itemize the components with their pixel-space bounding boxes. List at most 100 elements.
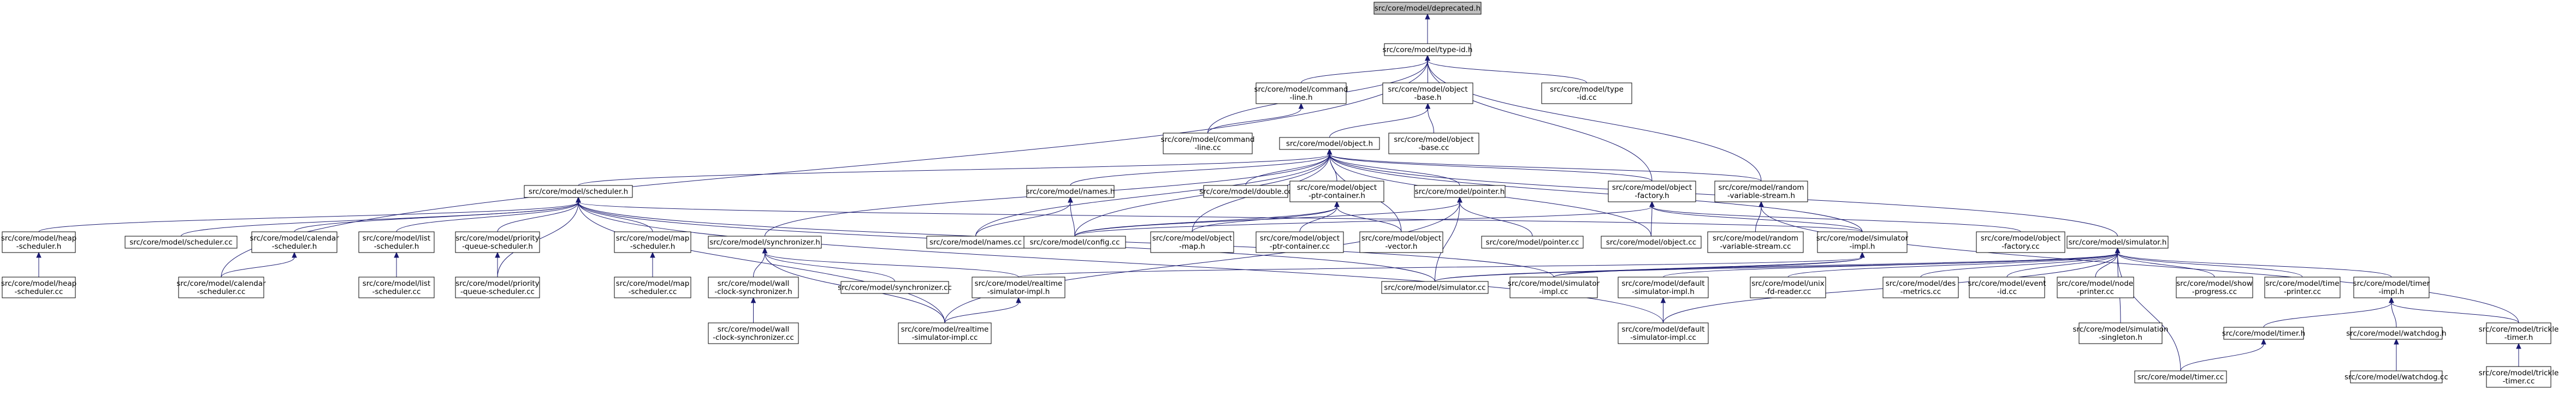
file-node[interactable]: src/core/model/timer-impl.h [2353,277,2430,298]
file-node[interactable]: src/core/model/type-id.cc [1541,82,1632,104]
file-node[interactable]: src/core/model/command-line.cc [1160,133,1255,154]
file-node[interactable]: src/core/model/calendar-scheduler.h [250,231,339,253]
file-node[interactable]: src/core/model/des-metrics.cc [1882,277,1959,298]
file-node-label: -scheduler.h [374,242,419,251]
file-node[interactable]: src/core/model/command-line.h [1254,82,1348,104]
file-node-label: src/core/model/wall [718,279,789,288]
file-node[interactable]: src/core/model/object.h [1279,137,1380,150]
file-node[interactable]: src/core/model/pointer.h [1414,185,1506,198]
file-node-label: -line.h [1289,93,1312,102]
file-node-label: -progress.cc [2192,287,2237,296]
file-node[interactable]: src/core/model/heap-scheduler.h [1,231,76,253]
file-node[interactable]: src/core/model/default-simulator-impl.h [1618,277,1709,298]
file-node[interactable]: src/core/model/random-variable-stream.cc [1707,231,1804,253]
file-node[interactable]: src/core/model/names.h [1026,185,1115,198]
file-node[interactable]: src/core/model/priority-queue-scheduler.… [455,277,540,298]
file-node[interactable]: src/core/model/object-base.cc [1388,133,1479,154]
file-node-label: -clock-synchronizer.cc [713,333,794,342]
file-node[interactable]: src/core/model/wall-clock-synchronizer.c… [708,322,799,344]
file-node[interactable]: src/core/model/watchdog.cc [2344,370,2448,383]
file-node[interactable]: src/core/model/watchdog.h [2346,327,2447,340]
file-node-label: src/core/model/time [2265,279,2339,288]
file-node[interactable]: src/core/model/object-map.h [1150,231,1234,253]
file-node[interactable]: src/core/model/event-id.cc [1968,277,2046,298]
file-node-label: -base.cc [1418,143,1449,152]
file-node[interactable]: src/core/model/trickle-timer.cc [2479,366,2559,388]
dependency-edge [394,251,399,278]
file-node[interactable]: src/core/model/object-ptr-container.cc [1256,231,1344,253]
file-node[interactable]: src/core/model/calendar-scheduler.cc [176,277,266,298]
file-node[interactable]: src/core/model/synchronizer.cc [838,281,952,294]
file-node-label: src/core/model/watchdog.cc [2344,373,2448,382]
file-node[interactable]: src/core/model/object-factory.h [1608,181,1696,202]
file-node[interactable]: src/core/model/object-vector.h [1359,231,1443,253]
file-node-label: -base.h [1414,93,1442,102]
file-node[interactable]: src/core/model/realtime-simulator-impl.c… [898,322,992,344]
file-node-label: src/core/model/command [1254,85,1348,94]
dependency-edge [1553,251,1865,278]
file-node[interactable]: src/core/model/names.cc [926,236,1025,249]
file-node[interactable]: src/core/model/heap-scheduler.cc [1,277,76,298]
file-node[interactable]: src/core/model/random-variable-stream.h [1714,181,1808,202]
file-node[interactable]: src/core/model/scheduler.cc [125,236,238,249]
file-node[interactable]: src/core/model/object-base.h [1382,82,1473,104]
file-node-label: -metrics.cc [1900,287,1941,296]
file-node[interactable]: src/core/model/simulation-singleton.h [2072,322,2169,344]
dependency-edge [944,196,1462,323]
root-file-node[interactable]: src/core/model/deprecated.h [1373,2,1482,15]
file-node-label: -timer.cc [2503,377,2535,386]
file-node[interactable]: src/core/model/object-factory.cc [1976,231,2065,253]
file-node-label: src/core/model/simulation [2072,325,2168,334]
file-node[interactable]: src/core/model/time-printer.cc [2264,277,2341,298]
file-node-label: -impl.cc [1539,287,1568,296]
file-node[interactable]: src/core/model/simulator-impl.h [1816,231,1909,253]
file-node-label: -id.cc [1997,287,2017,296]
file-node-label: src/core/model/object [1361,234,1441,243]
file-node-label: src/core/model/list [363,279,430,288]
file-node[interactable]: src/core/model/timer.cc [2134,370,2227,383]
file-node[interactable]: src/core/model/wall-clock-synchronizer.h [708,277,799,298]
file-node-label: -line.cc [1194,143,1221,152]
file-node-label: src/core/model/pointer.h [1415,188,1505,196]
file-node[interactable]: src/core/model/type-id.h [1383,43,1473,56]
file-node-label: src/core/model/object [1152,234,1232,243]
file-node-label: -timer.h [2504,333,2533,342]
dependency-edge [576,196,653,232]
file-node[interactable]: src/core/model/simulator.h [2066,236,2169,249]
file-node[interactable]: src/core/model/list-scheduler.cc [358,277,435,298]
file-node[interactable]: src/core/model/priority-queue-scheduler.… [455,231,540,253]
file-node[interactable]: src/core/model/trickle-timer.h [2479,322,2559,344]
dependency-edge [1327,148,1762,182]
file-node-label: -variable-stream.cc [1720,242,1791,251]
file-node[interactable]: src/core/model/node-printer.cc [2057,277,2134,298]
file-node[interactable]: src/core/model/unix-fd-reader.cc [1750,277,1826,298]
file-node[interactable]: src/core/model/map-scheduler.cc [614,277,691,298]
file-node-label: -fd-reader.cc [1764,287,1811,296]
dependency-edge [1425,55,1587,83]
file-node[interactable]: src/core/model/timer.h [2222,327,2305,340]
file-node[interactable]: src/core/model/simulator-impl.cc [1508,277,1600,298]
file-node-label: -printer.cc [2077,287,2114,296]
dependency-edge [1327,148,1460,186]
file-node-label: src/core/model/map [616,234,690,243]
file-node[interactable]: src/core/model/double.cc [1199,185,1292,198]
file-node[interactable]: src/core/model/map-scheduler.h [614,231,691,253]
file-node[interactable]: src/core/model/show-progress.cc [2176,277,2253,298]
file-node[interactable]: src/core/model/pointer.cc [1481,236,1584,249]
file-node-label: src/core/model/realtime [975,279,1063,288]
file-node[interactable]: src/core/model/simulator.cc [1381,281,1489,294]
file-node[interactable]: src/core/model/object-ptr-container.h [1289,181,1384,202]
dependency-edge [1425,103,1434,134]
file-node-label: -variable-stream.h [1727,191,1795,200]
file-node[interactable]: src/core/model/object.cc [1601,236,1702,249]
dependency-edge [1018,251,1865,278]
file-node[interactable]: src/core/model/default-simulator-impl.cc [1618,322,1709,344]
file-node[interactable]: src/core/model/config.cc [1023,236,1126,249]
file-node-label: src/core/model/object.cc [1606,238,1696,247]
file-node[interactable]: src/core/model/scheduler.h [524,185,633,198]
file-node[interactable]: src/core/model/list-scheduler.h [358,231,435,253]
file-node[interactable]: src/core/model/synchronizer.h [708,236,822,249]
file-node[interactable]: src/core/model/realtime-simulator-impl.h [972,277,1065,298]
file-node-label: src/core/model/unix [1751,279,1824,288]
file-node-label: src/core/model/command [1160,135,1254,144]
